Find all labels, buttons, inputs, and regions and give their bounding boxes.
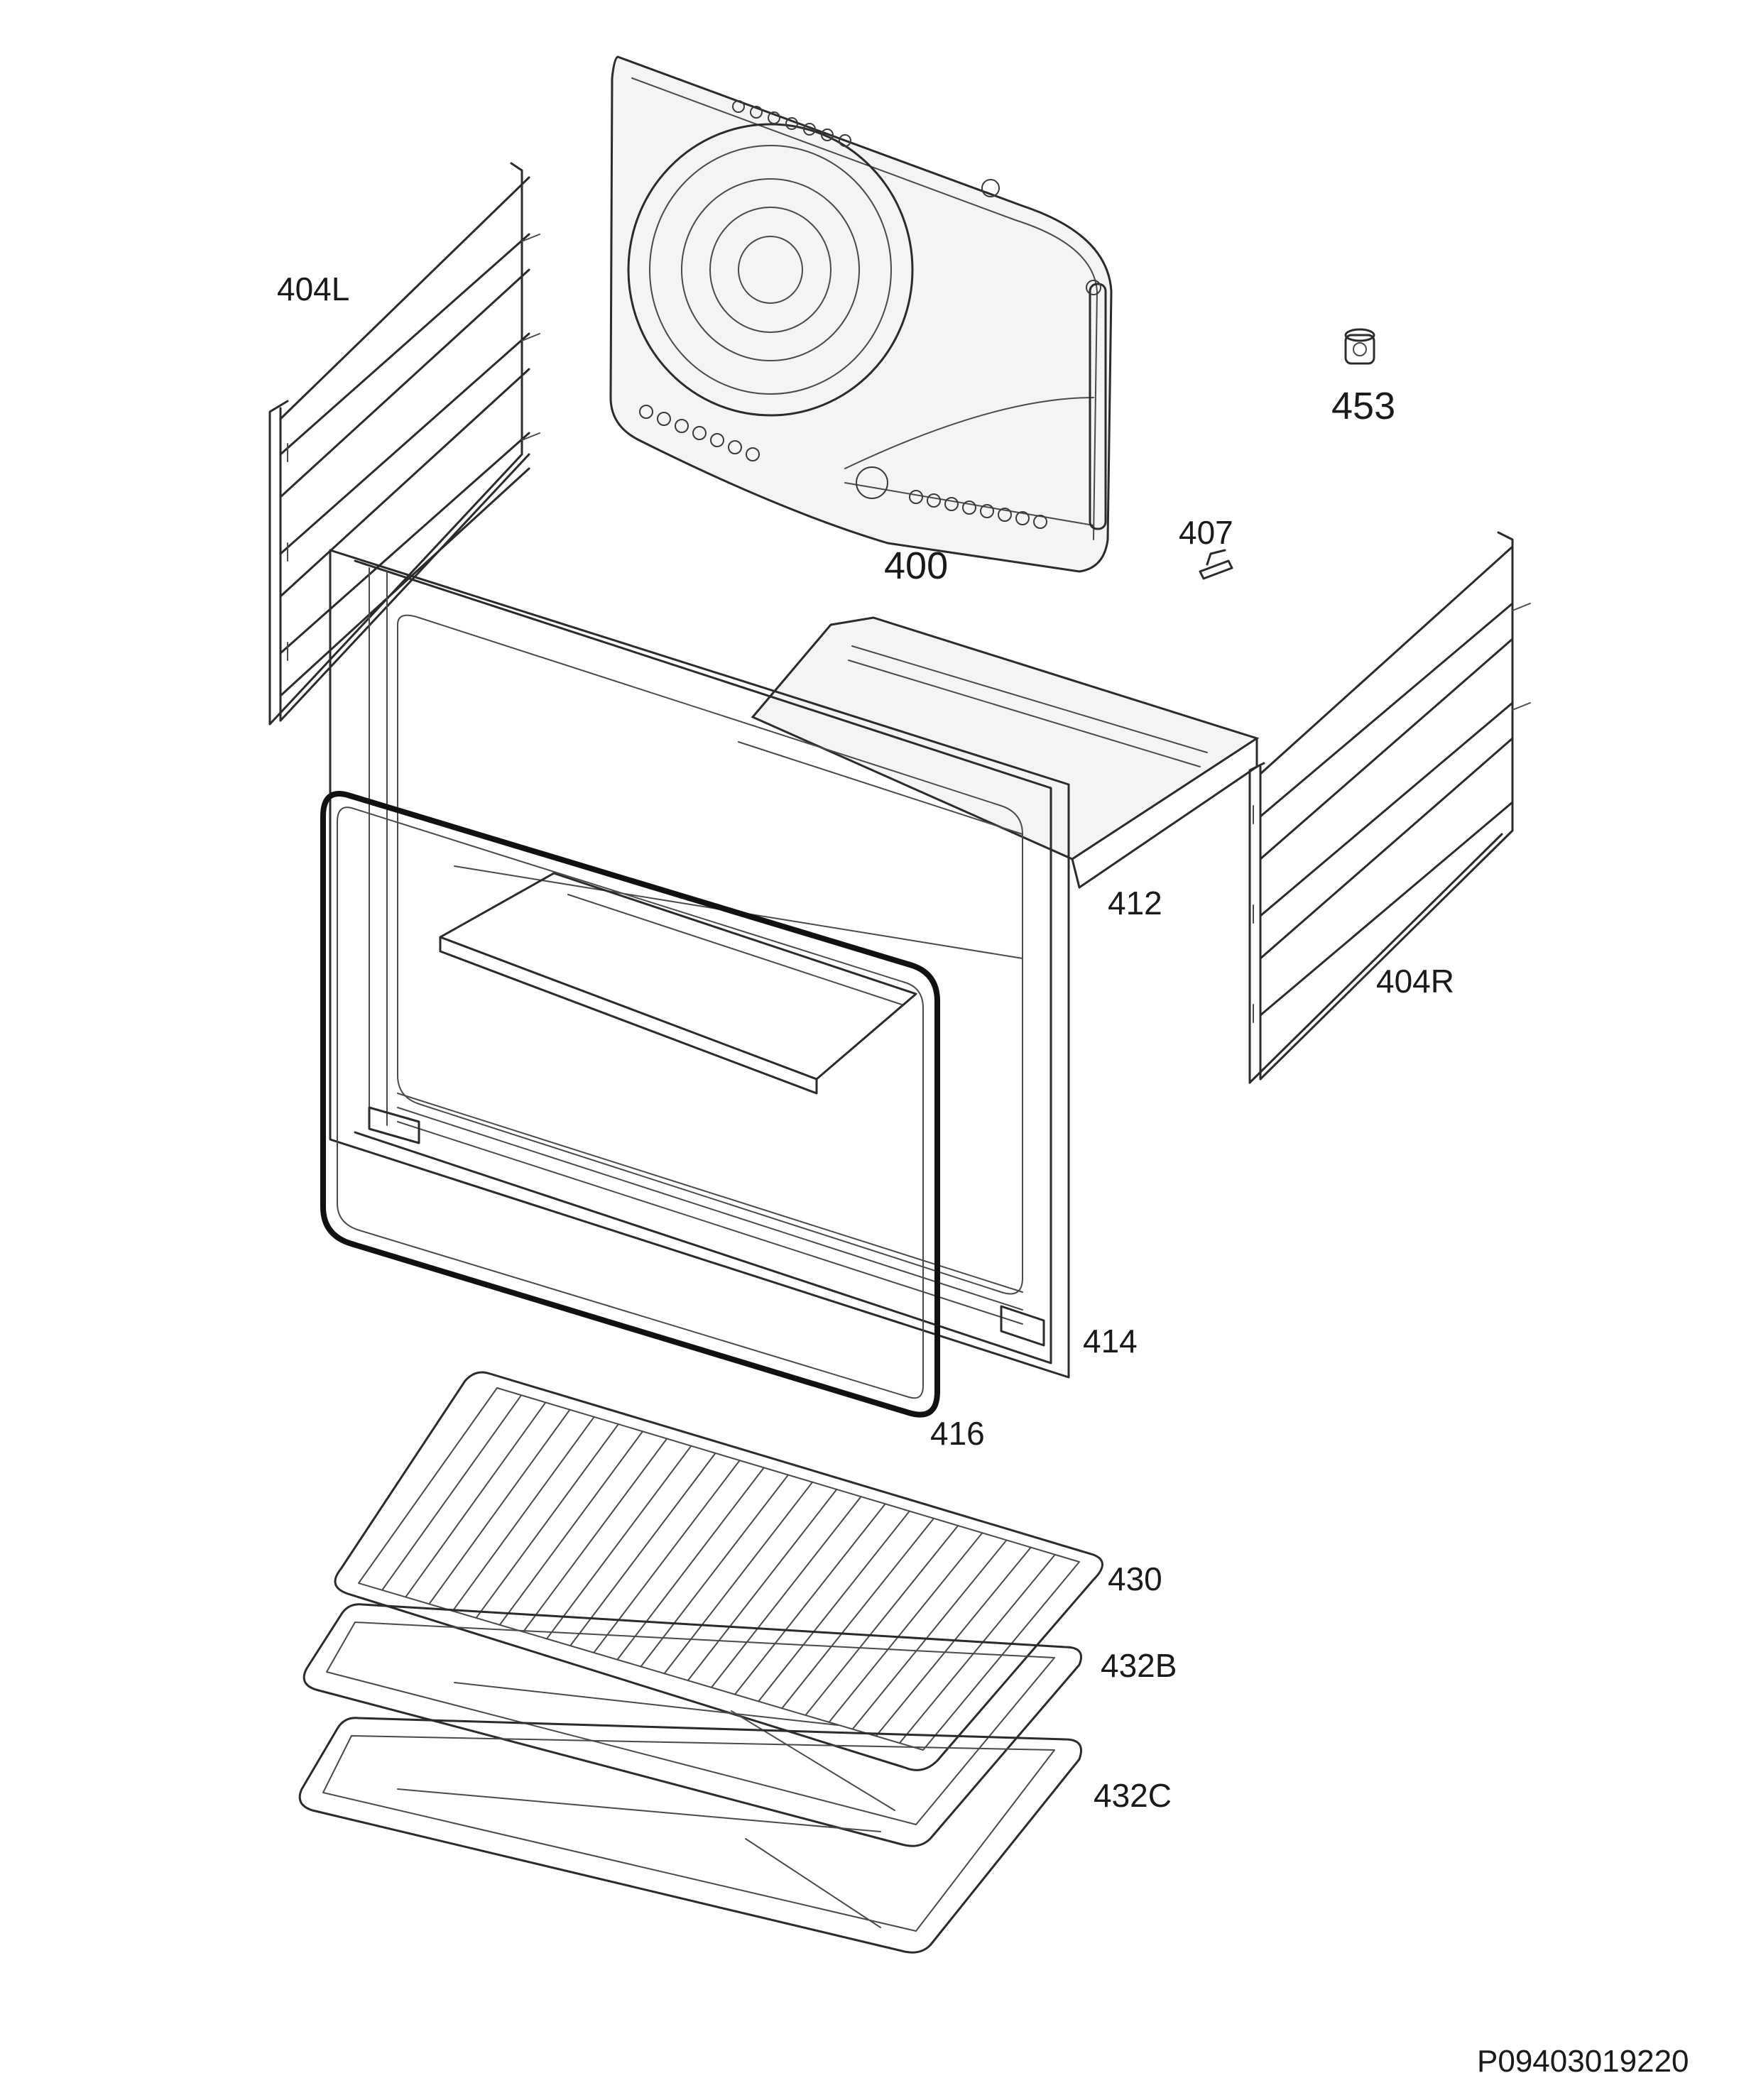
label-414: 414 <box>1083 1323 1138 1360</box>
baking-tray-432C <box>298 1717 1082 1954</box>
grid-bar <box>452 1416 595 1612</box>
rear-fan-panel <box>609 55 1113 573</box>
grid-bar <box>428 1409 571 1605</box>
grid-bar <box>475 1423 619 1619</box>
grid-bar <box>710 1496 862 1688</box>
grid-bar <box>569 1452 716 1647</box>
right-shelf-runner <box>1248 531 1531 1084</box>
grid-bar <box>522 1438 668 1633</box>
label-400: 400 <box>884 545 948 587</box>
door-seal-gasket <box>320 791 940 1418</box>
baking-tray-432B <box>302 1603 1082 1847</box>
label-407: 407 <box>1179 514 1233 551</box>
label-416: 416 <box>930 1415 985 1452</box>
grid-bar <box>405 1401 547 1598</box>
grid-bar <box>687 1488 838 1682</box>
part-453-component <box>1344 328 1375 365</box>
wire-grid-shelf <box>334 1371 1103 1771</box>
top-tray-element <box>751 616 1260 889</box>
label-430: 430 <box>1108 1560 1162 1597</box>
label-453: 453 <box>1331 385 1395 427</box>
grid-bar <box>663 1481 814 1675</box>
label-432B: 432B <box>1101 1647 1177 1684</box>
left-shelf-runner <box>268 162 540 726</box>
grid-bar <box>851 1539 1008 1730</box>
grid-bar <box>805 1524 959 1717</box>
label-404R: 404R <box>1376 963 1454 1000</box>
grid-bar <box>758 1510 910 1702</box>
label-404L: 404L <box>277 270 349 307</box>
grid-bar <box>381 1394 523 1591</box>
oven-cavity-frame <box>329 549 1070 1379</box>
grid-bar <box>828 1532 983 1723</box>
label-412: 412 <box>1108 885 1162 922</box>
part-407-clip <box>1199 549 1233 580</box>
grid-bar <box>898 1553 1056 1744</box>
grid-bar <box>498 1431 643 1626</box>
grid-bar <box>734 1503 886 1695</box>
grid-bar <box>546 1445 692 1640</box>
grid-bar <box>781 1517 934 1710</box>
grid-bar <box>640 1474 789 1668</box>
grid-bar <box>616 1467 765 1661</box>
document-id: P09403019220 <box>1477 2044 1689 2079</box>
grid-bar <box>875 1546 1032 1737</box>
label-432C: 432C <box>1094 1777 1172 1814</box>
